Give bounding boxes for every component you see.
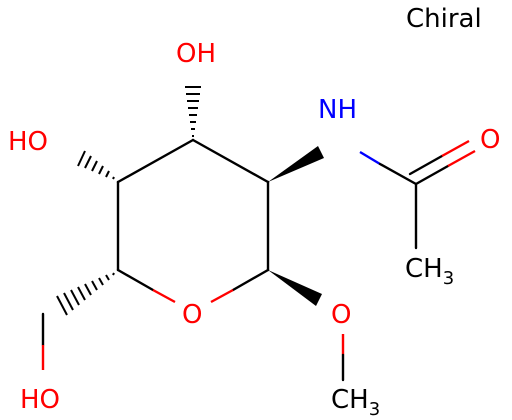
bond-co-double-b-red bbox=[441, 139, 470, 158]
chiral-label: Chiral bbox=[406, 4, 482, 34]
atom-o-methoxy: O bbox=[331, 300, 351, 330]
atom-ho-left: HO bbox=[8, 127, 48, 157]
solid-wedge-c1-omethoxy bbox=[268, 270, 322, 306]
atom-o-carbonyl: O bbox=[480, 125, 500, 155]
hashed-wedge-c5-ch2 bbox=[56, 272, 115, 316]
atom-ch3-acetyl: CH3 bbox=[405, 254, 454, 289]
bond-c5-oring-black bbox=[116, 268, 155, 292]
bond-n-c-black bbox=[378, 162, 418, 186]
bond-co-double-b-black bbox=[408, 154, 444, 176]
bond-c1-oring-red bbox=[210, 288, 234, 304]
bond-co-double-a-red bbox=[447, 149, 476, 168]
bond-c4-c3 bbox=[116, 138, 195, 184]
atom-o-ring: O bbox=[182, 300, 202, 330]
atom-oh-top: OH bbox=[176, 39, 216, 69]
atom-nh: NH bbox=[318, 95, 357, 125]
hashed-wedge-c4-ho bbox=[77, 150, 115, 180]
solid-wedge-c2-n bbox=[268, 146, 324, 182]
hashed-wedge-c3-oh bbox=[185, 86, 201, 137]
bond-n-c-blue bbox=[359, 150, 381, 166]
bond-c5-oring-red bbox=[152, 288, 176, 304]
atom-ho-bottom: HO bbox=[20, 385, 60, 415]
bond-c1-oring-black bbox=[231, 268, 270, 292]
bond-c3-c2 bbox=[191, 138, 270, 184]
atom-ch3-methoxy: CH3 bbox=[331, 385, 380, 420]
bond-co-double-a-black bbox=[414, 164, 450, 186]
